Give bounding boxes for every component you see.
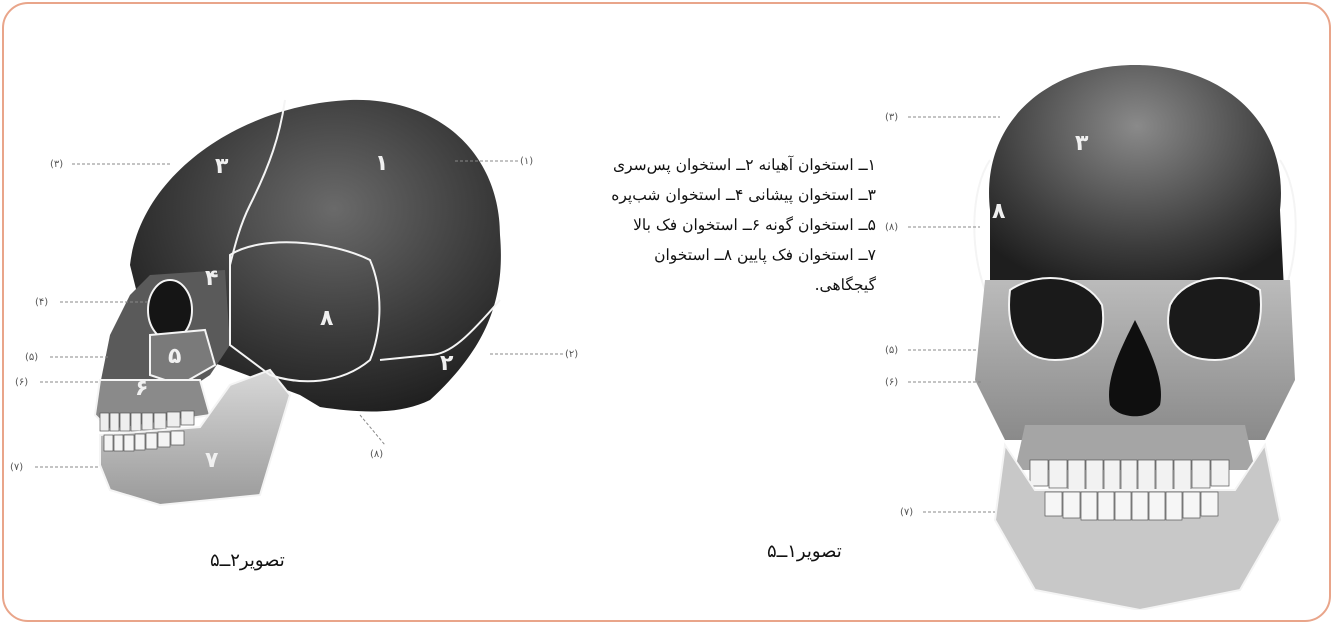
legend-line: ۷ــ استخوان فک پایین ۸ــ استخوان [560,240,876,270]
callout-label: (۶) [15,377,28,388]
upper-teeth [1030,460,1229,493]
region-number: ۸ [320,306,334,331]
lateral-skull-illustration: ۳ ۱ ۴ ۸ ۵ ۶ ۲ ۷ (۳) (۱) (۴) (۵) (۶) (۲) … [0,95,640,545]
orbit [1168,278,1261,360]
callout-label: (۵) [885,345,898,356]
region-number: ۳ [1075,131,1089,156]
figure-1-caption: تصویر۱ــ۵ [767,541,842,562]
callout-label: (۷) [900,507,913,518]
region-number: ۱ [375,151,388,176]
region-number: ۷ [205,448,219,473]
region-number: ۲ [440,351,454,376]
legend-line: گیجگاهی. [560,270,876,300]
callout-label: (۶) [885,377,898,388]
callout-label: (۵) [25,352,38,363]
callout-label: (۷) [10,462,23,473]
callout-label: (۱) [520,156,533,167]
legend-line: ۱ــ استخوان آهیانه ۲ــ استخوان پس‌سری [560,150,876,180]
bone-legend: ۱ــ استخوان آهیانه ۲ــ استخوان پس‌سری ۳ـ… [560,150,876,300]
region-number: ۸ [992,199,1006,224]
orbit [1009,278,1103,360]
frontal-skull-illustration: ۳ ۸ (۳) (۸) (۵) (۶) (۷) [870,50,1337,610]
region-number: ۶ [135,376,148,401]
legend-line: ۳ــ استخوان پیشانی ۴ــ استخوان شب‌پره [560,180,876,210]
callout-label: (۳) [885,112,898,123]
callout-label: (۳) [50,159,63,170]
region-number: ۴ [205,266,218,291]
callout-label: (۲) [565,349,578,360]
callout-label: (۸) [370,449,383,460]
figure-2-caption: تصویر۲ــ۵ [210,550,285,571]
callout-label: (۴) [35,297,48,308]
temporal-suture [974,160,990,290]
cranium-shape [989,65,1285,310]
region-number: ۵ [168,344,181,369]
legend-line: ۵ــ استخوان گونه ۶ــ استخوان فک بالا [560,210,876,240]
callout-label: (۸) [885,222,898,233]
region-number: ۳ [215,154,229,179]
